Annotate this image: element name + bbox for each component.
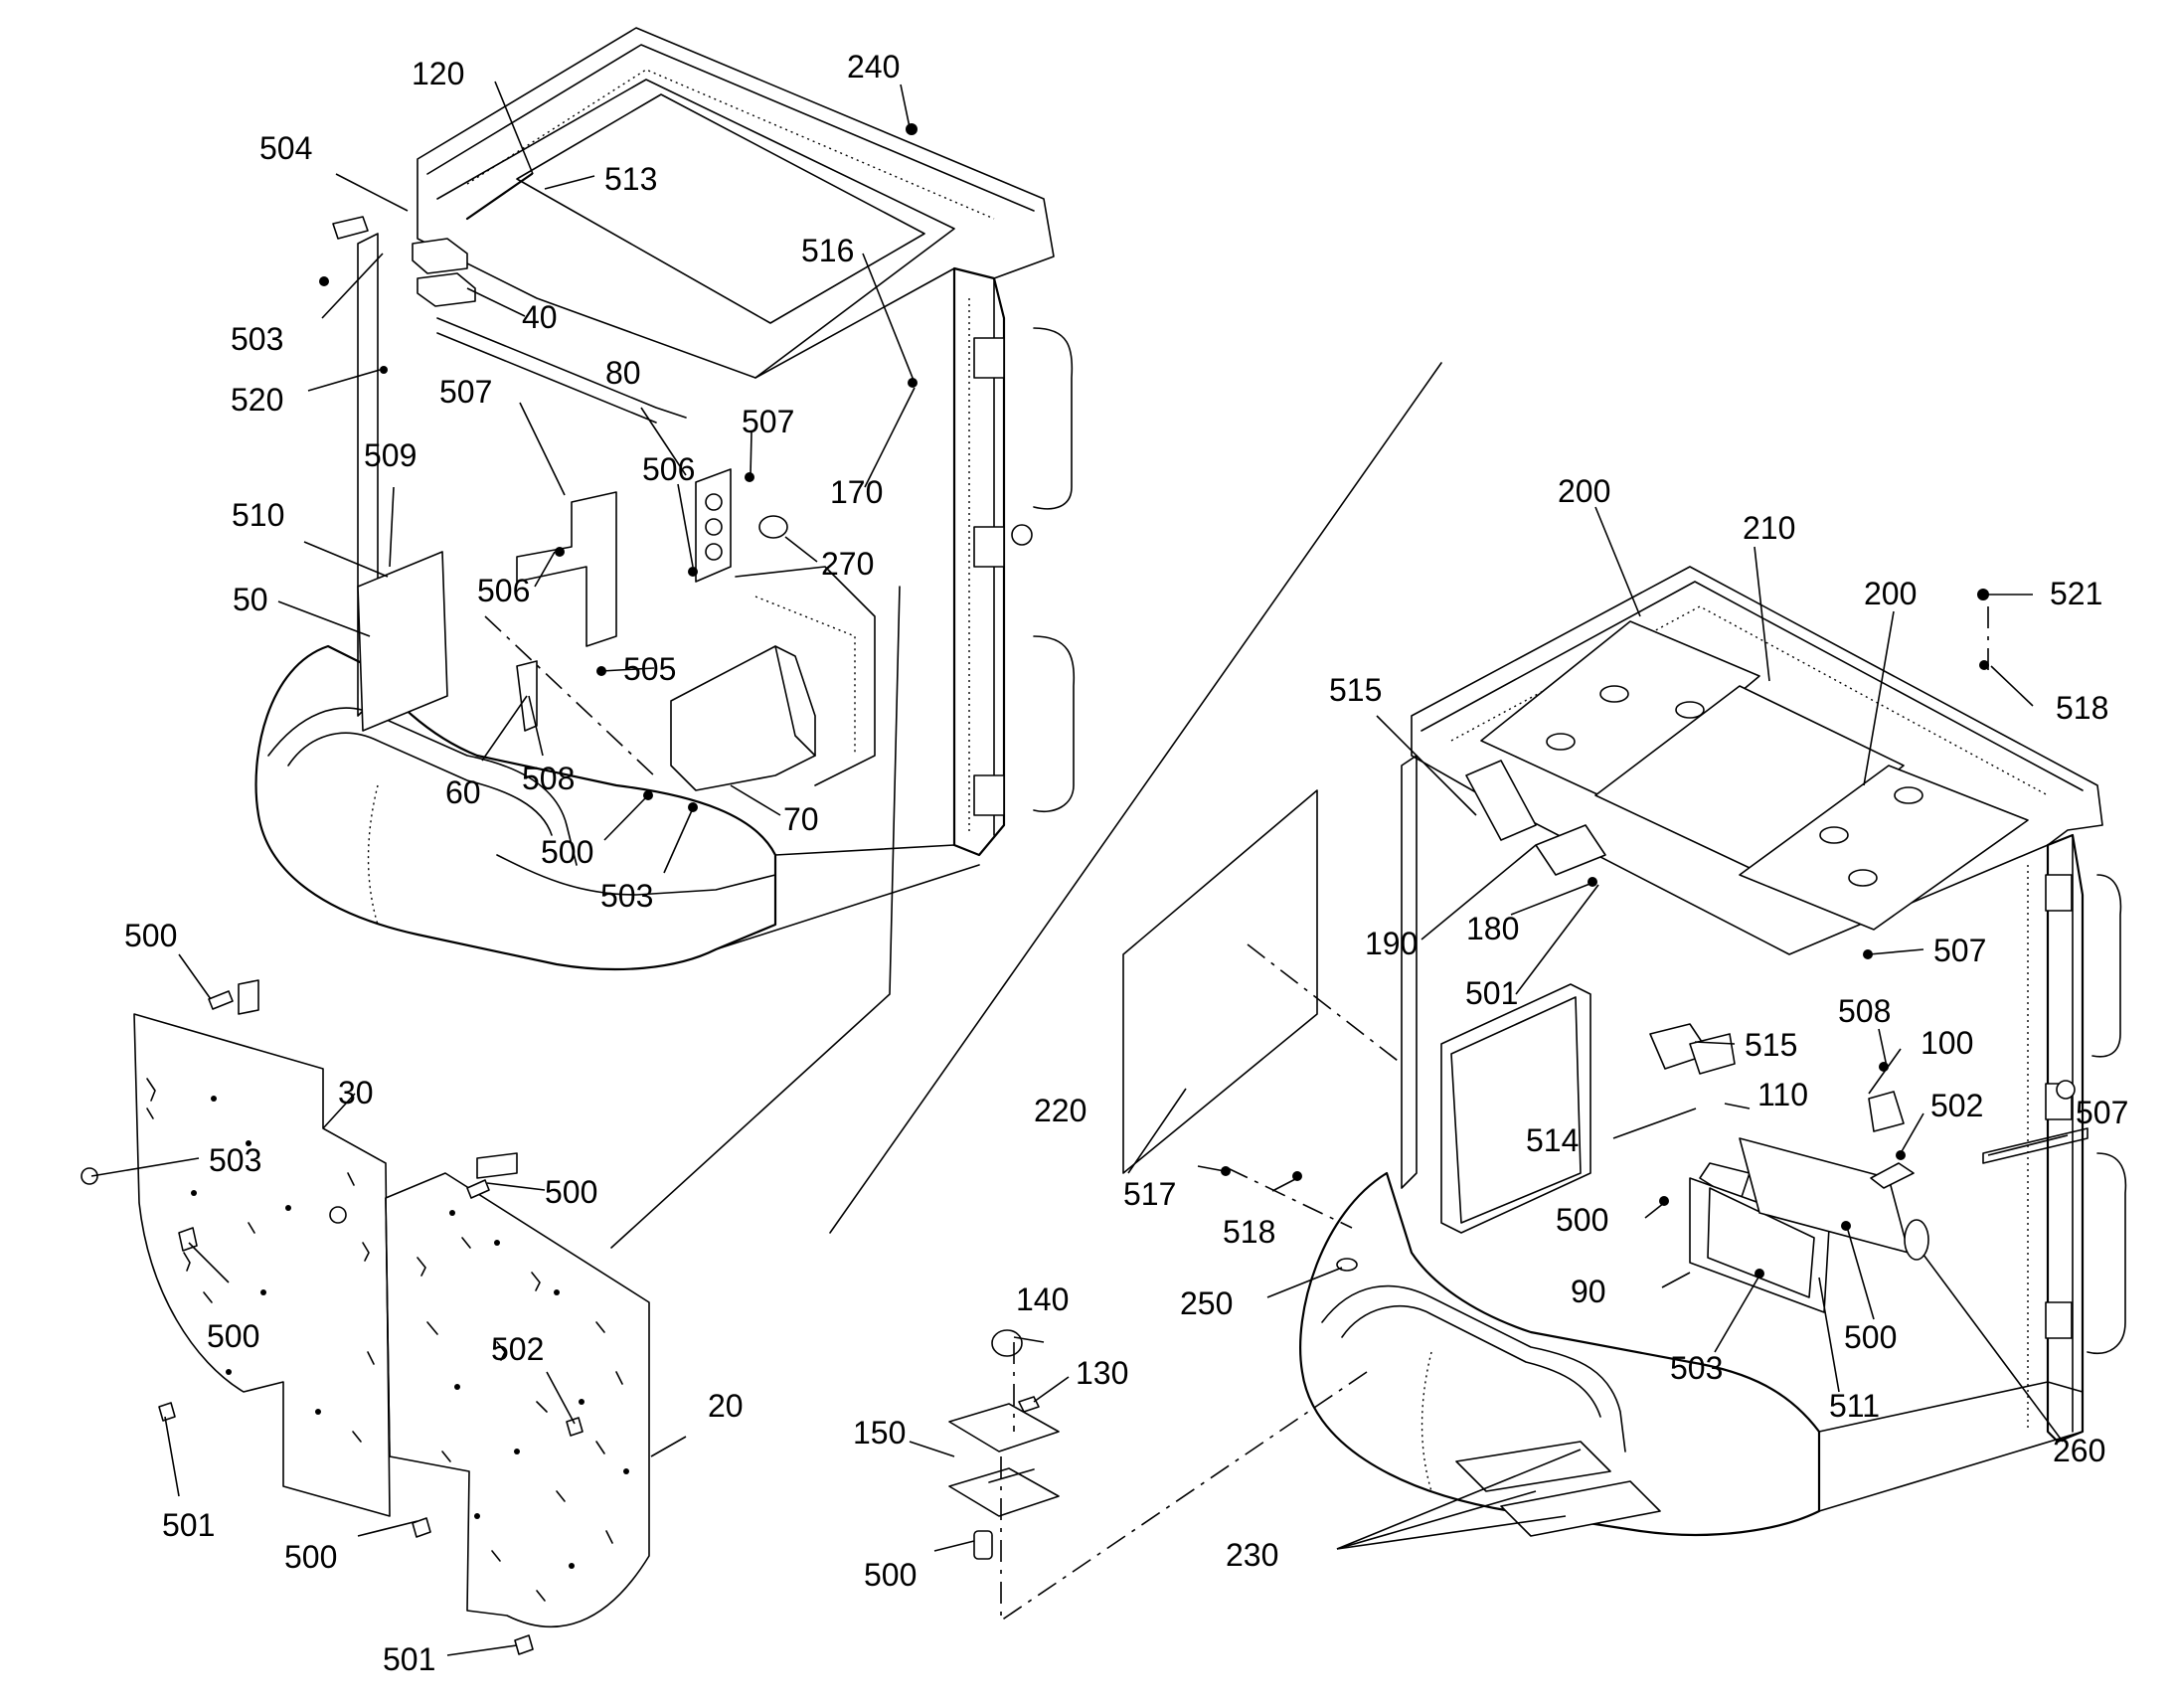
callout-505: 505 [623,651,676,687]
callout-518: 518 [2056,690,2108,726]
callout-220: 220 [1034,1093,1086,1128]
callout-500: 500 [864,1557,917,1593]
callout-506: 506 [642,451,695,487]
callout-500: 500 [124,918,177,953]
callout-502: 502 [1930,1088,1983,1123]
callout-517: 517 [1123,1176,1176,1212]
right-cab-assembly [1221,566,2127,1537]
panel-assembly-20-30 [81,979,650,1655]
callout-110: 110 [1757,1077,1808,1112]
callout-501: 501 [162,1507,215,1543]
callout-500: 500 [1556,1202,1608,1238]
callout-230: 230 [1226,1537,1278,1573]
callout-507: 507 [439,374,492,410]
callout-515: 515 [1745,1027,1797,1063]
callout-200: 200 [1558,473,1610,509]
callout-501: 501 [1465,975,1518,1011]
left-assembly-parts [319,123,918,812]
callout-507: 507 [742,404,794,439]
callout-511: 511 [1829,1388,1880,1424]
callout-507: 507 [2076,1095,2128,1130]
callout-509: 509 [364,437,417,473]
callout-170: 170 [830,474,883,510]
callout-502: 502 [491,1331,544,1367]
callout-504: 504 [259,130,312,166]
callout-20: 20 [708,1388,744,1424]
callout-507: 507 [1933,933,1986,968]
callout-250: 250 [1180,1285,1233,1321]
callout-270: 270 [821,546,874,582]
callout-508: 508 [522,761,575,796]
callout-516: 516 [801,233,854,268]
leader-lines [90,81,2069,1656]
window-glass-220 [1122,789,1318,1174]
callout-513: 513 [604,161,657,197]
callout-510: 510 [232,497,284,533]
callout-90: 90 [1571,1274,1606,1309]
callout-100: 100 [1921,1025,1973,1061]
callout-140: 140 [1016,1281,1069,1317]
callout-210: 210 [1743,510,1795,546]
callout-60: 60 [445,774,481,810]
callout-508: 508 [1838,993,1891,1029]
callout-500: 500 [284,1539,337,1575]
callout-520: 520 [231,382,283,418]
callout-80: 80 [605,355,641,391]
callout-120: 120 [412,56,464,91]
callout-514: 514 [1526,1122,1579,1158]
callout-150: 150 [853,1415,906,1451]
callout-labels-right: 200 210 200 521 518 515 190 180 507 501 … [1034,473,2128,1573]
callout-521: 521 [2050,576,2102,611]
callout-30: 30 [338,1075,374,1110]
callout-180: 180 [1466,911,1519,946]
callout-260: 260 [2053,1433,2105,1468]
callout-labels-center: 140 130 150 500 [853,1281,1128,1593]
callout-515: 515 [1329,672,1382,708]
callout-501: 501 [383,1641,435,1677]
callout-500: 500 [545,1174,597,1210]
callout-70: 70 [783,801,819,837]
callout-130: 130 [1076,1355,1128,1391]
callout-503: 503 [1670,1350,1723,1386]
callout-500: 500 [207,1318,259,1354]
callout-labels-panel: 500 30 503 500 500 502 20 501 500 501 [124,918,744,1677]
callout-240: 240 [847,49,900,85]
callout-506: 506 [477,573,530,608]
callout-503: 503 [209,1142,261,1178]
callout-200: 200 [1864,576,1917,611]
callout-40: 40 [522,299,558,335]
callout-50: 50 [233,582,268,617]
callout-503: 503 [600,878,653,914]
callout-500: 500 [541,834,593,870]
callout-503: 503 [231,321,283,357]
callout-190: 190 [1365,926,1418,961]
callout-500: 500 [1844,1319,1897,1355]
left-cab-assembly [254,27,1076,971]
divider-lines [610,362,1442,1249]
center-parts-130-150 [948,1329,1060,1560]
callout-518: 518 [1223,1214,1275,1250]
callout-labels-left: 120 504 513 503 40 520 240 516 80 507 50… [231,49,900,914]
assembly-lines [484,606,1989,1623]
